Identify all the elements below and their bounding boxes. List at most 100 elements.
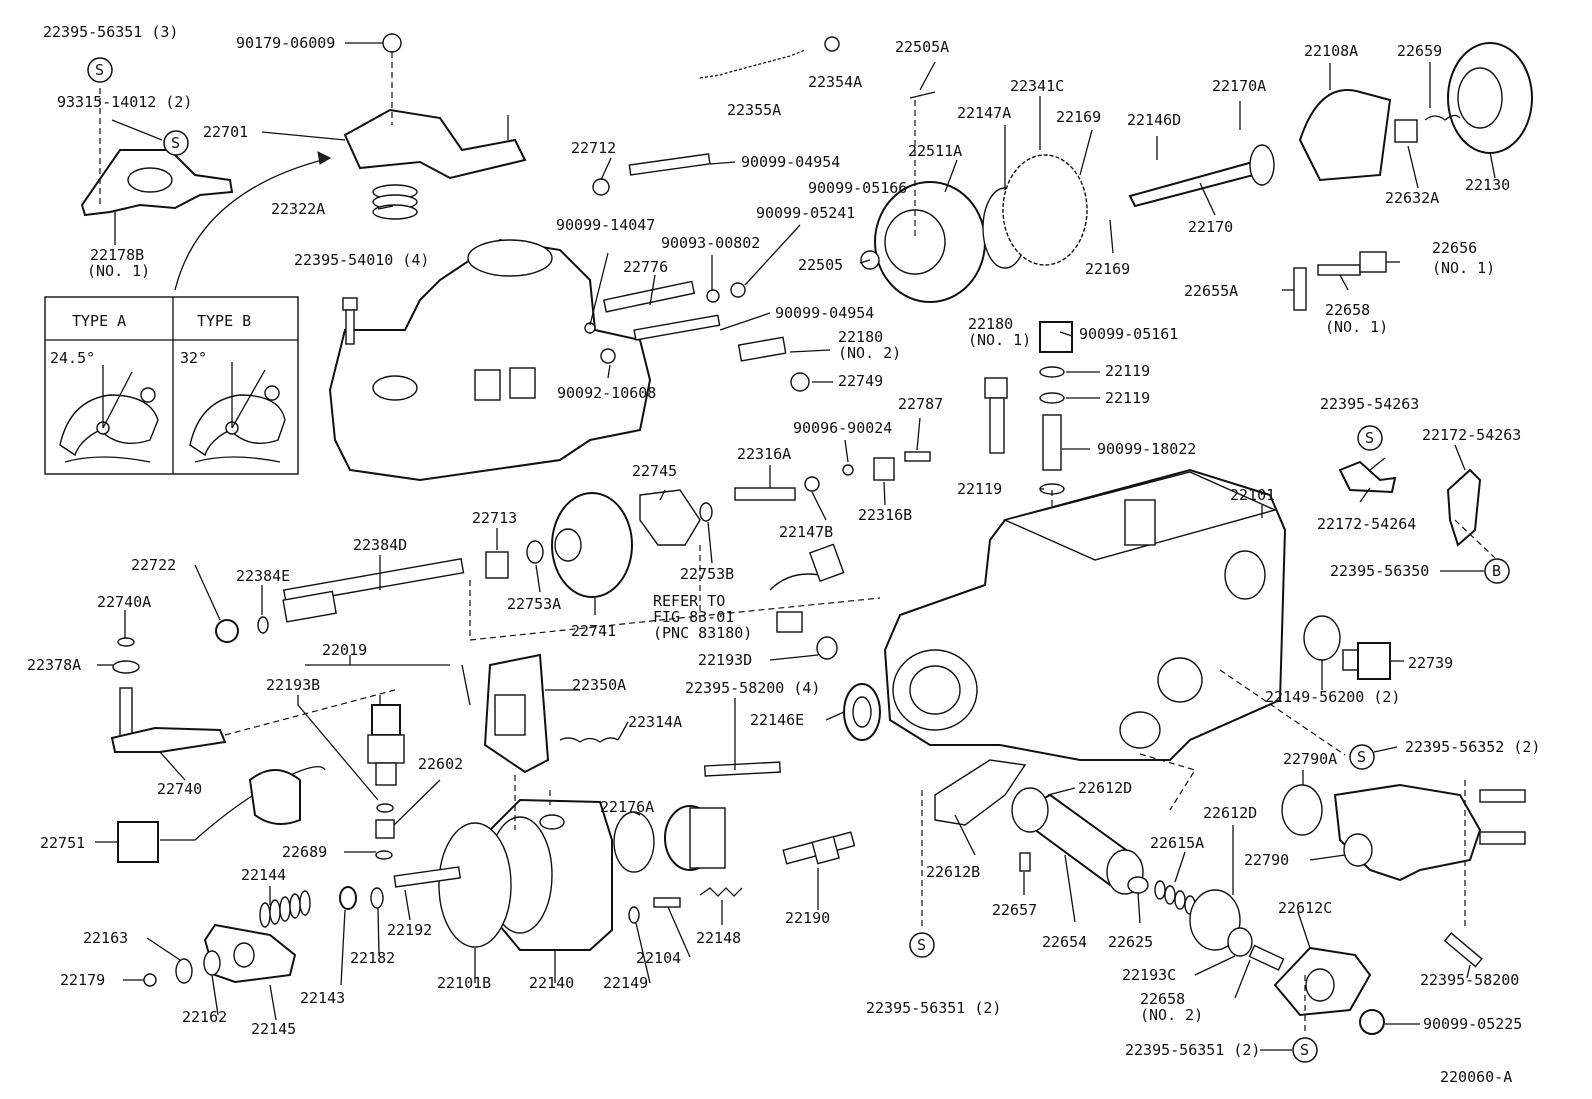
label-22395-54263: 22395-54263 <box>1320 395 1419 413</box>
label-22395-58200: 22395-58200 <box>1420 971 1519 989</box>
label-22659: 22659 <box>1397 42 1442 60</box>
screw-22776 <box>584 280 746 334</box>
label-22751: 22751 <box>40 834 85 852</box>
label-22108a: 22108A <box>1304 42 1358 60</box>
label-22179: 22179 <box>60 971 105 989</box>
label-22148: 22148 <box>696 929 741 947</box>
label-22689: 22689 <box>282 843 327 861</box>
label-22656: 22656 <box>1432 239 1477 257</box>
label-22740a: 22740A <box>97 593 151 611</box>
washer-22182 <box>370 887 384 909</box>
label-22658-no1: 22658 <box>1325 301 1370 319</box>
clip-22656 <box>1359 251 1387 273</box>
label-22378a: 22378A <box>27 656 81 674</box>
pin-22657 <box>1019 852 1031 872</box>
label-22395-56351-2b: 22395-56351 (2) <box>1125 1041 1260 1059</box>
cover-22511a <box>860 181 986 303</box>
spring-22144 <box>259 890 311 928</box>
label-22749: 22749 <box>838 372 883 390</box>
governor-flyweight-22745 <box>639 489 701 546</box>
washer-22378a <box>112 660 140 674</box>
oring-22149 <box>628 906 640 924</box>
oring-22384e <box>257 616 269 634</box>
label-22612d-b: 22612D <box>1203 804 1257 822</box>
nut-90099-05225 <box>1359 1009 1385 1035</box>
label-22395-56351-3: 22395-56351 (3) <box>43 23 178 41</box>
label-22314a: 22314A <box>628 713 682 731</box>
oring-22602 <box>376 803 394 813</box>
label-22149-56200: 22149-56200 (2) <box>1265 688 1400 706</box>
stop-solenoid-22790 <box>1333 783 1526 882</box>
label-90099-05166: 90099-05166 <box>808 179 907 197</box>
label-22143: 22143 <box>300 989 345 1007</box>
label-22602: 22602 <box>418 755 463 773</box>
label-22147b: 22147B <box>779 523 833 541</box>
label-22169-top: 22169 <box>1056 108 1101 126</box>
label-22104: 22104 <box>636 949 681 967</box>
label-22146d: 22146D <box>1127 111 1181 129</box>
spring-22322a <box>372 184 418 220</box>
label-22170: 22170 <box>1188 218 1233 236</box>
label-22656-sub: (NO. 1) <box>1432 259 1495 277</box>
washer-22625 <box>1127 876 1149 894</box>
angle-a-label: 24.5° <box>50 349 95 367</box>
label-22722: 22722 <box>131 556 176 574</box>
spring-22355a <box>699 49 806 79</box>
gasket-22162 <box>203 950 221 976</box>
drive-shaft-22170 <box>1128 144 1275 208</box>
lever-type-a-sketch <box>59 394 159 457</box>
label-90096-90024: 90096-90024 <box>793 419 892 437</box>
sensor-22740 <box>110 687 227 753</box>
label-22753a: 22753A <box>507 595 561 613</box>
label-22149: 22149 <box>603 974 648 992</box>
label-22101b: 22101B <box>437 974 491 992</box>
label-22612c: 22612C <box>1278 899 1332 917</box>
label-22341c: 22341C <box>1010 77 1064 95</box>
label-22612b: 22612B <box>926 863 980 881</box>
label-22745: 22745 <box>632 462 677 480</box>
oil-seal-22146e <box>843 683 881 741</box>
svg-text:S: S <box>1357 748 1366 766</box>
rotor-22341c <box>1002 154 1088 266</box>
label-22505a: 22505A <box>895 38 949 56</box>
label-22612d-a: 22612D <box>1078 779 1132 797</box>
diagram-id: 220060-A <box>1440 1068 1512 1086</box>
s-symbol-top-left: S <box>87 57 113 83</box>
bolt-22395-54010 <box>342 297 358 345</box>
label-22384e: 22384E <box>236 567 290 585</box>
label-22144: 22144 <box>241 866 286 884</box>
svg-text:S: S <box>1300 1041 1309 1059</box>
washer-22740a <box>117 637 135 647</box>
plate-22612b <box>934 759 1027 826</box>
connector-22751 <box>117 766 326 863</box>
plug-22180-no2 <box>737 336 810 392</box>
label-22145: 22145 <box>251 1020 296 1038</box>
oring-22612d-b <box>1189 889 1241 951</box>
label-22384d: 22384D <box>353 536 407 554</box>
label-90179-06009: 90179-06009 <box>236 34 335 52</box>
label-22395-58200-4: 22395-58200 (4) <box>685 679 820 697</box>
label-22511a: 22511A <box>908 142 962 160</box>
washer-22753a <box>526 540 544 564</box>
label-22180-no2-sub: (NO. 2) <box>838 344 901 362</box>
leader-lines <box>95 42 1496 1051</box>
label-22316a: 22316A <box>737 445 791 463</box>
spring-22314a <box>559 737 619 743</box>
oring-22176a <box>613 811 655 873</box>
label-22163: 22163 <box>83 929 128 947</box>
angle-b-label: 32° <box>180 349 207 367</box>
label-90099-14047: 90099-14047 <box>556 216 655 234</box>
pulley-22130 <box>1447 42 1533 154</box>
label-22176a: 22176A <box>600 798 654 816</box>
label-22739: 22739 <box>1408 654 1453 672</box>
label-22395-56352: 22395-56352 (2) <box>1405 738 1540 756</box>
nut-90179-06009 <box>382 33 402 53</box>
label-22119-c: 22119 <box>957 480 1002 498</box>
pump-body-22101 <box>883 468 1287 761</box>
governor-weight-22108a <box>1298 89 1392 182</box>
pin-22658-no2 <box>1248 944 1285 971</box>
spring-22148 <box>699 887 743 897</box>
pin-22658-no1 <box>1317 264 1361 276</box>
plate-22632a <box>1394 119 1418 143</box>
